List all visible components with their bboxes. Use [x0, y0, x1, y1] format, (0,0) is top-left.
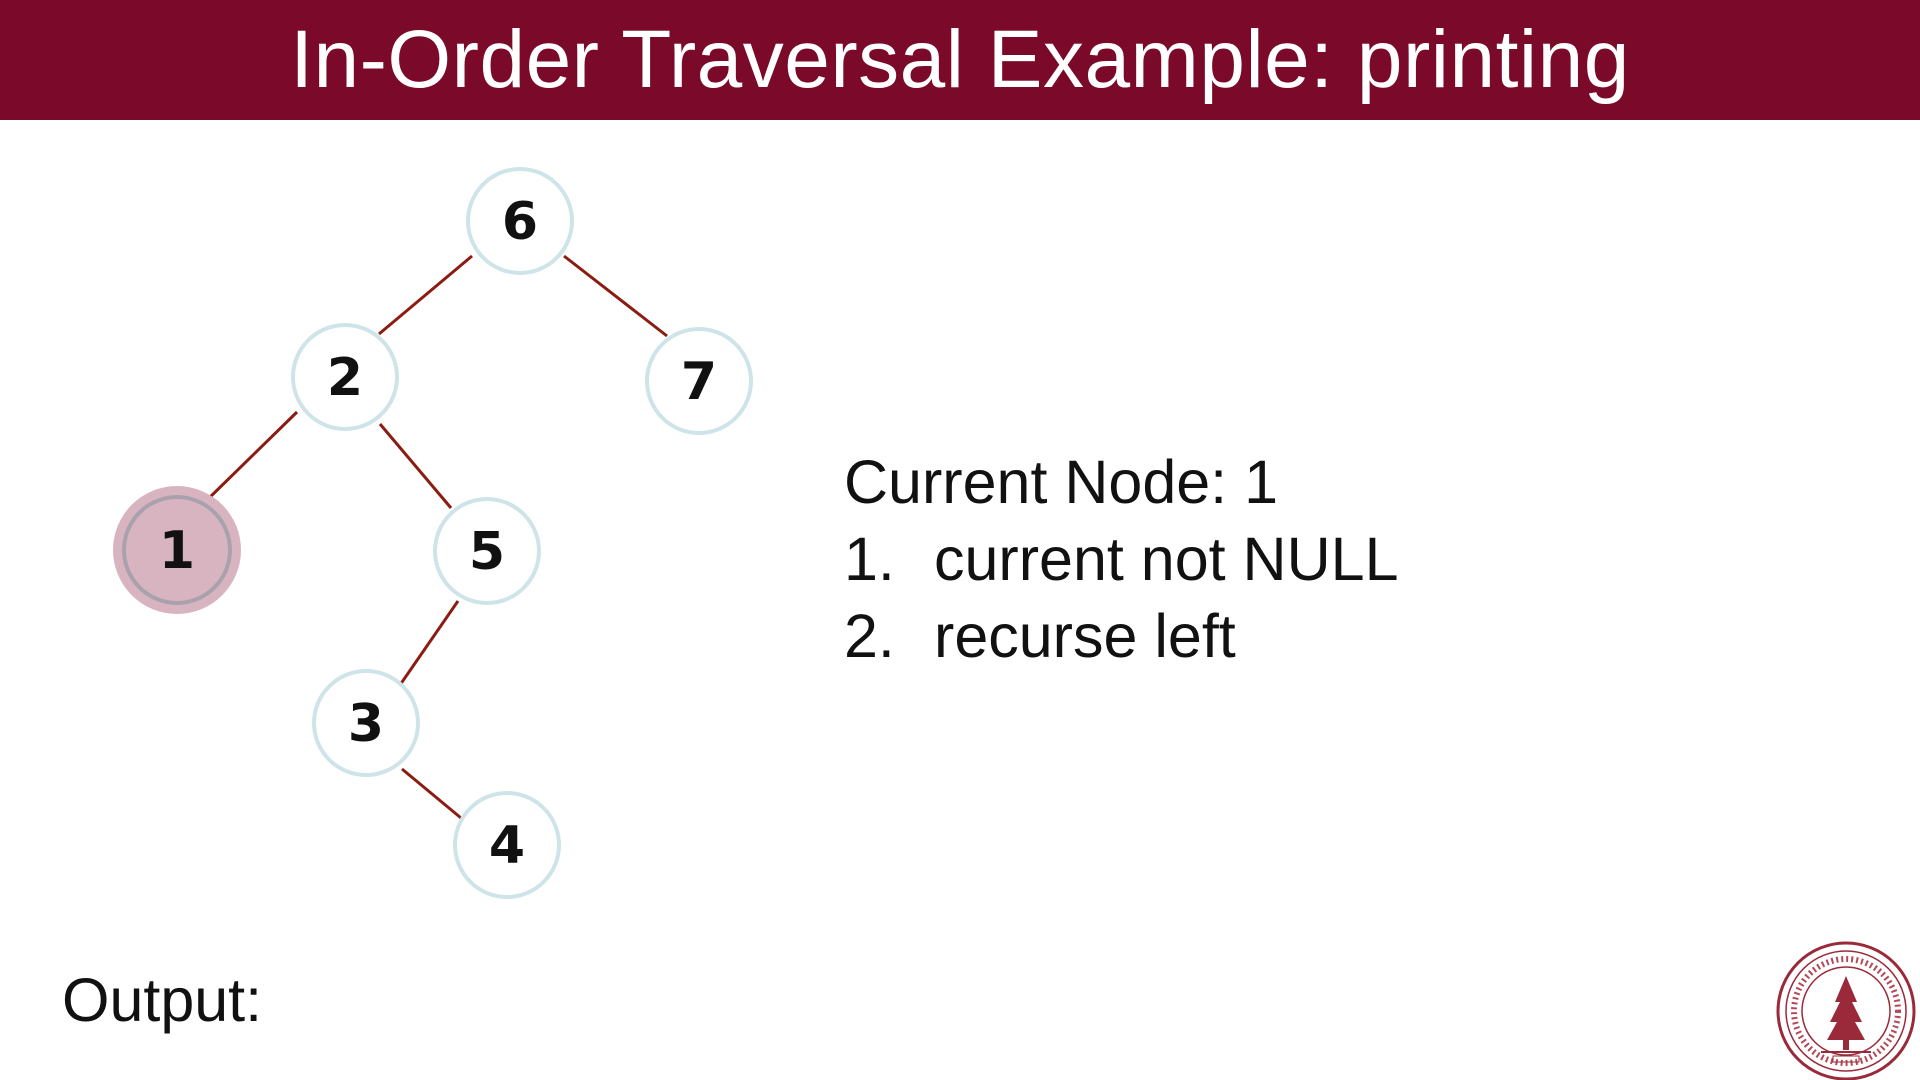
- step-number: 1.: [844, 525, 895, 593]
- tree-node-7[interactable]: 7: [645, 327, 753, 435]
- node-label-3: 3: [348, 694, 384, 754]
- edge-6-2: [378, 254, 473, 336]
- title-bar: In-Order Traversal Example: printing: [0, 0, 1920, 120]
- edge-2-5: [378, 423, 453, 509]
- slide-title: In-Order Traversal Example: printing: [290, 14, 1630, 105]
- step-text: recurse left: [934, 602, 1236, 670]
- node-label-5: 5: [469, 522, 505, 582]
- tree-nodes: 6 2 7 1 5 3: [113, 167, 753, 899]
- tree-node-4[interactable]: 4: [453, 791, 561, 899]
- edge-6-7: [563, 254, 668, 338]
- current-node-label: Current Node: 1: [844, 448, 1278, 516]
- step-item-2: 2. recurse left: [844, 598, 1399, 675]
- node-label-7: 7: [681, 352, 717, 412]
- tree-node-6[interactable]: 6: [466, 167, 574, 275]
- traversal-status: Current Node: 1 1. current not NULL 2. r…: [844, 444, 1399, 675]
- step-number: 2.: [844, 602, 895, 670]
- node-label-4: 4: [489, 816, 525, 876]
- tree-node-1-current[interactable]: 1: [113, 486, 241, 614]
- university-seal-icon: [1776, 941, 1916, 1080]
- tree-node-2[interactable]: 2: [291, 323, 399, 431]
- tree-node-3[interactable]: 3: [312, 669, 420, 777]
- edge-3-4: [401, 767, 462, 820]
- node-label-6: 6: [502, 192, 538, 252]
- edge-2-1: [203, 410, 299, 504]
- node-label-1: 1: [159, 521, 195, 581]
- step-text: current not NULL: [934, 525, 1399, 593]
- node-label-2: 2: [327, 348, 363, 408]
- tree-edges: [203, 254, 668, 820]
- output-label: Output:: [62, 966, 263, 1034]
- tree-node-5[interactable]: 5: [433, 497, 541, 605]
- edge-5-3: [398, 600, 460, 686]
- step-item-1: 1. current not NULL: [844, 521, 1399, 598]
